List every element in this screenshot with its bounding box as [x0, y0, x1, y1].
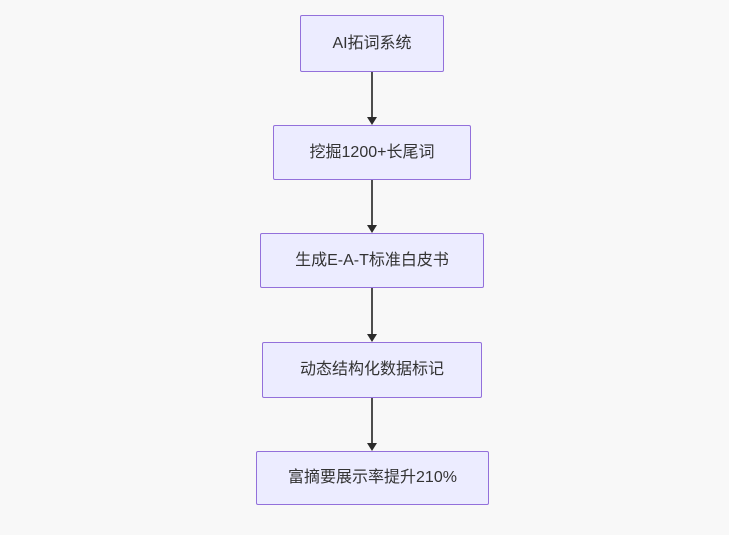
edge-line	[371, 72, 373, 118]
flow-node-label: 动态结构化数据标记	[299, 361, 444, 378]
flow-node-eat-whitepaper: 生成E-A-T标准白皮书	[260, 233, 484, 288]
arrowhead-down-icon	[367, 334, 377, 342]
edge-line	[371, 288, 373, 335]
edge-line	[371, 180, 373, 226]
arrowhead-down-icon	[367, 443, 377, 451]
flow-node-structured-data: 动态结构化数据标记	[262, 342, 482, 398]
flow-node-label: AI拓词系统	[332, 34, 412, 52]
flow-node-rich-snippet-result: 富摘要展示率提升210%	[256, 451, 489, 505]
flow-node-label: 挖掘1200+长尾词	[309, 143, 435, 161]
arrowhead-down-icon	[367, 225, 377, 233]
arrowhead-down-icon	[367, 117, 377, 125]
flow-node-label: 富摘要展示率提升210%	[288, 469, 457, 486]
flow-node-longtail-keywords: 挖掘1200+长尾词	[273, 125, 471, 180]
flow-edge-4-5	[367, 398, 377, 451]
flow-edge-1-2	[367, 72, 377, 125]
flow-edge-2-3	[367, 180, 377, 233]
flow-node-ai-system: AI拓词系统	[300, 15, 444, 72]
flow-edge-3-4	[367, 288, 377, 342]
edge-line	[371, 398, 373, 444]
flow-node-label: 生成E-A-T标准白皮书	[295, 251, 449, 269]
